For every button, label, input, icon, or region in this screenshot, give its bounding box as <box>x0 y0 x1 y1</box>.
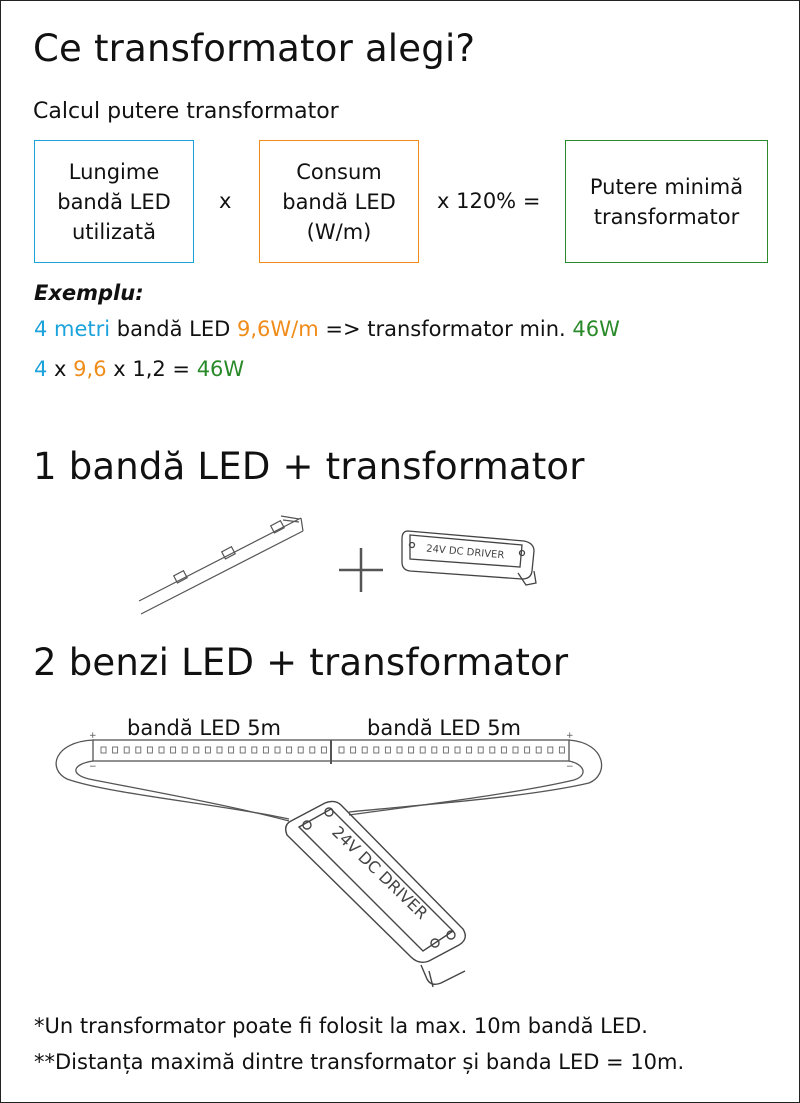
svg-text:−: − <box>89 762 97 772</box>
calc-result: 46W <box>196 357 245 381</box>
led-chip <box>350 746 357 754</box>
example-text-b: => transformator min. <box>318 317 573 341</box>
result-box: Putere minimă transformator <box>565 140 768 263</box>
footnote-max-length: *Un transformator poate fi folosit la ma… <box>34 1014 648 1038</box>
led-chip <box>135 746 142 754</box>
calc-op-b: x 1,2 = <box>106 357 197 381</box>
led-chip <box>396 746 403 754</box>
led-chip <box>512 746 519 754</box>
led-chip <box>112 746 119 754</box>
result-box-label: Putere minimă transformator <box>589 174 744 229</box>
consumption-box-label: Consum bandă LED (W/m) <box>282 159 396 244</box>
led-chip <box>338 746 345 754</box>
led-chip <box>123 746 130 754</box>
example-label: Exemplu: <box>34 281 144 305</box>
led-chip <box>373 746 380 754</box>
led-chip <box>384 746 391 754</box>
led-chip <box>320 746 327 754</box>
led-chip <box>228 746 235 754</box>
led-chip <box>309 746 316 754</box>
calc-subtitle: Calcul putere transformator <box>33 99 339 124</box>
led-chip <box>442 746 449 754</box>
strip-label-right: bandă LED 5m <box>367 716 521 740</box>
percent-operator: x 120% = <box>437 189 541 213</box>
example-length: 4 metri <box>34 317 111 341</box>
led-chip <box>181 746 188 754</box>
length-box-label: Lungime bandă LED utilizată <box>57 159 171 244</box>
led-chip <box>100 746 107 754</box>
led-chip <box>558 746 565 754</box>
example-text-a: bandă LED <box>110 317 237 341</box>
led-chip <box>297 746 304 754</box>
led-chip <box>454 746 461 754</box>
led-chip <box>408 746 415 754</box>
section2-title: 2 benzi LED + transformator <box>33 641 569 684</box>
led-chip <box>547 746 554 754</box>
led-chip <box>431 746 438 754</box>
example-consumption: 9,6W/m <box>237 317 319 341</box>
calc-op-a: x <box>47 357 74 381</box>
led-strip-illustration <box>138 515 304 615</box>
strip-label-left: bandă LED 5m <box>127 716 281 740</box>
svg-text:+: + <box>566 731 574 741</box>
led-chip <box>535 746 542 754</box>
example-line-1: 4 metri bandă LED 9,6W/m => transformato… <box>34 317 620 341</box>
example-result: 46W <box>572 317 620 341</box>
led-chip <box>262 746 269 754</box>
consumption-box: Consum bandă LED (W/m) <box>259 140 419 263</box>
led-chip <box>146 746 153 754</box>
led-chip <box>477 746 484 754</box>
two-strips-illustration: + − + − bandă LED 5m bandă LED 5m 24V DC… <box>55 716 603 988</box>
led-chip <box>193 746 200 754</box>
plus-icon <box>339 548 383 592</box>
led-chip <box>239 746 246 754</box>
led-chip <box>170 746 177 754</box>
led-chip <box>500 746 507 754</box>
led-chip <box>466 746 473 754</box>
led-chip <box>419 746 426 754</box>
small-driver-label: 24V DC DRIVER <box>426 544 505 562</box>
svg-text:+: + <box>89 731 97 741</box>
led-chip <box>274 746 281 754</box>
footnote-max-distance: **Distanța maximă dintre transformator ș… <box>34 1050 685 1074</box>
led-chip <box>361 746 368 754</box>
led-chip <box>286 746 293 754</box>
led-chip <box>204 746 211 754</box>
multiply-operator: x <box>219 189 232 213</box>
section1-title: 1 bandă LED + transformator <box>33 445 585 488</box>
svg-text:−: − <box>566 762 574 772</box>
calc-length: 4 <box>34 357 48 381</box>
led-chip <box>489 746 496 754</box>
page-title: Ce transformator alegi? <box>33 27 476 70</box>
led-chip <box>251 746 258 754</box>
calc-consumption: 9,6 <box>73 357 107 381</box>
led-chip <box>216 746 223 754</box>
example-line-2: 4 x 9,6 x 1,2 = 46W <box>34 357 244 381</box>
length-box: Lungime bandă LED utilizată <box>34 140 194 263</box>
led-chip <box>158 746 165 754</box>
led-chip <box>524 746 531 754</box>
small-driver-illustration: 24V DC DRIVER <box>401 530 537 586</box>
